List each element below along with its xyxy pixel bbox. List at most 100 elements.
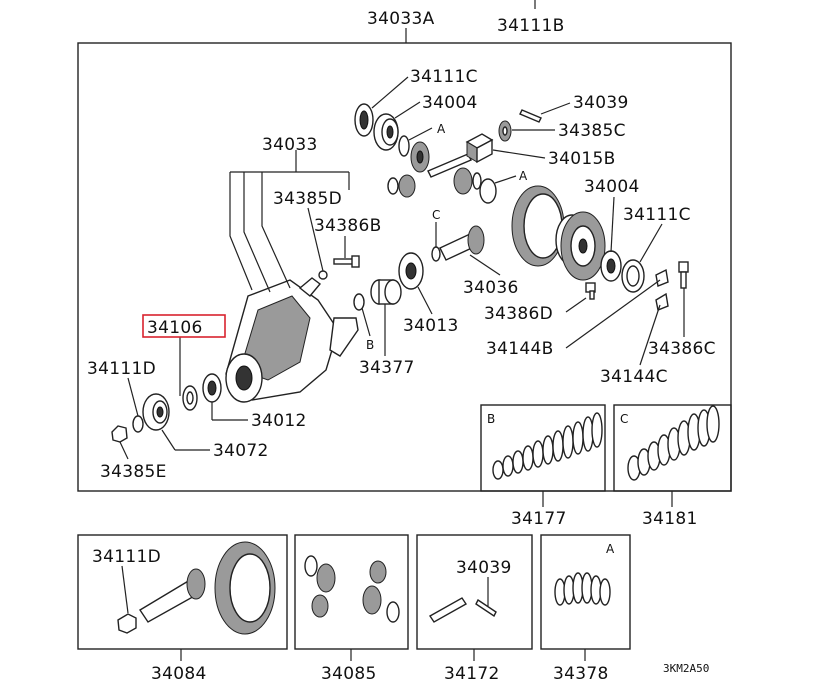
ring-gear [511,185,565,267]
leader-34039-top [540,102,571,115]
leader-a2 [494,175,517,184]
bolt-34386b [333,255,360,268]
washer-b [353,293,365,311]
label-34378: 34378 [553,664,609,684]
seal-34111d-left [132,415,144,433]
label-34033a: 34033A [367,9,435,29]
label-34181: 34181 [642,509,698,529]
leader-34036 [469,254,501,276]
label-34013: 34013 [403,316,459,336]
callout-a1: A [437,122,446,136]
box-34172 [416,534,533,650]
label-34144c: 34144C [600,367,668,387]
label-34386d: 34386D [484,304,553,324]
washer-a-mid [479,178,497,204]
leader-a1 [408,127,433,141]
label-34072: 34072 [213,441,269,461]
leader-34004-top [394,101,421,119]
label-34036: 34036 [463,278,519,298]
pinion-gear-left [387,174,416,198]
label-34377: 34377 [359,358,415,378]
oil-seal-34111c-top [354,103,374,137]
leader-34385e [119,441,129,460]
leader-34144c [639,304,661,366]
bearing-34004-top [373,113,399,151]
spring-34177 [492,412,603,480]
bolt-34386c [678,261,689,289]
spacer-34377 [370,279,402,305]
leader-34111d-left [127,377,139,417]
side-gear-top [410,141,430,173]
bracket-34144b [655,268,669,287]
bearing-34004-mid [600,250,622,282]
pinion-gear-right [453,167,482,195]
label-34085: 34085 [321,664,377,684]
block-34015b [465,133,494,164]
washer-34385d [318,270,328,280]
label-34015b: 34015B [548,149,616,169]
label-34144b: 34144B [486,339,554,359]
label-34385e: 34385E [100,462,167,482]
washer-34385c [498,120,512,142]
label-34172: 34172 [444,664,500,684]
oil-seal-34111c-mid [621,259,645,293]
label-34177: 34177 [511,509,567,529]
label-34012: 34012 [251,411,307,431]
label-34004-mid: 34004 [584,177,640,197]
drive-pinion-34036 [431,225,485,262]
diagram-code: 3KM2A50 [663,662,709,675]
label-34111b: 34111B [497,16,565,36]
leader-34111c-mid [639,223,663,263]
leader-b1 [361,307,371,337]
leader-34386d [565,297,587,313]
label-34033: 34033 [262,135,318,155]
shim-34106 [182,385,198,411]
leader-34385d [307,207,324,272]
leader-34144b [565,279,661,349]
carrier-housing-34033 [225,277,359,403]
label-34039-top: 34039 [573,93,629,113]
label-34111c-top: 34111C [410,67,478,87]
leader-34033-b [243,172,271,293]
callout-c1: C [432,208,440,222]
leader-34111c-top [371,76,409,109]
pin-34039-top [519,109,542,123]
leader-34004-mid [610,196,615,253]
spring-34378 [554,572,611,606]
pinion-shaft [427,153,472,178]
highlight-box-34106 [142,314,226,338]
label-34386c: 34386C [648,339,716,359]
box-34085 [294,534,409,650]
label-34111d-bottom: 34111D [92,547,161,567]
box-34084 [77,534,288,650]
callout-a2: A [519,169,528,183]
label-34039-bottom: 34039 [456,558,512,578]
leader-34072-a [161,429,176,451]
pin-set-34172 [428,597,497,623]
flange-34072 [142,393,170,431]
callout-a3: A [606,542,615,556]
label-34386b: 34386B [314,216,382,236]
callout-b1: B [366,338,374,352]
label-34385d: 34385D [273,189,342,209]
leader-34015b [492,149,546,159]
differential-case [555,211,606,281]
nut-34385e [111,425,128,443]
main-frame [77,42,732,492]
leader-34033-a [229,172,253,291]
leader-34111d-bottom [121,565,129,614]
callout-c2: C [620,412,628,426]
bolt-34386d [585,282,596,300]
bearing-34013 [398,252,424,290]
gear-set-34085 [304,555,400,623]
label-34111d-left: 34111D [87,359,156,379]
callout-b2: B [487,412,495,426]
washer-a-top [398,135,410,157]
spring-34181 [627,405,720,481]
bearing-34012 [202,373,222,403]
label-34111c-mid: 34111C [623,205,691,225]
label-34385c: 34385C [558,121,626,141]
leader-34033-c [261,172,291,289]
leader-34013 [417,286,433,315]
